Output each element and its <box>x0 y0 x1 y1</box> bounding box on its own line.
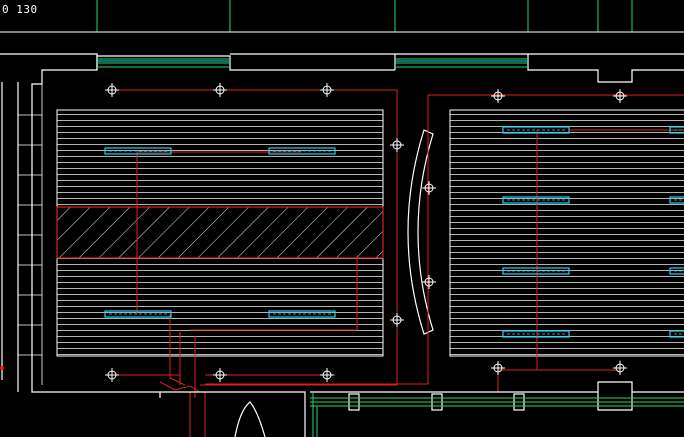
exterior-wall-bottom <box>160 381 684 437</box>
ceiling-light-icon <box>612 88 628 104</box>
ceiling-light-icon <box>319 367 335 383</box>
ceiling-light-icon <box>104 367 120 383</box>
window-glazing-top <box>97 58 528 68</box>
hatched-beam <box>56 206 384 259</box>
ceiling-light-icon <box>612 360 628 376</box>
left-wall-segments <box>18 84 43 385</box>
right-room-ceiling-panel <box>449 109 684 357</box>
ceiling-light-icon <box>421 180 437 196</box>
ceiling-light-icon <box>389 137 405 153</box>
ceiling-light-icon <box>212 82 228 98</box>
ceiling-light-icon <box>319 82 335 98</box>
ceiling-light-icon <box>421 274 437 290</box>
coordinate-readout: 0 130 <box>2 3 38 16</box>
top-dimension-lines <box>96 0 633 32</box>
ceiling-light-icon <box>212 367 228 383</box>
ceiling-light-icon <box>104 82 120 98</box>
curved-partition <box>407 129 434 335</box>
red-marker <box>0 366 4 370</box>
arc-door-icon <box>234 401 266 437</box>
ceiling-light-icon <box>389 312 405 328</box>
window-glazing-bottom <box>310 392 684 437</box>
ceiling-light-icon <box>490 360 506 376</box>
ceiling-light-icon <box>490 88 506 104</box>
